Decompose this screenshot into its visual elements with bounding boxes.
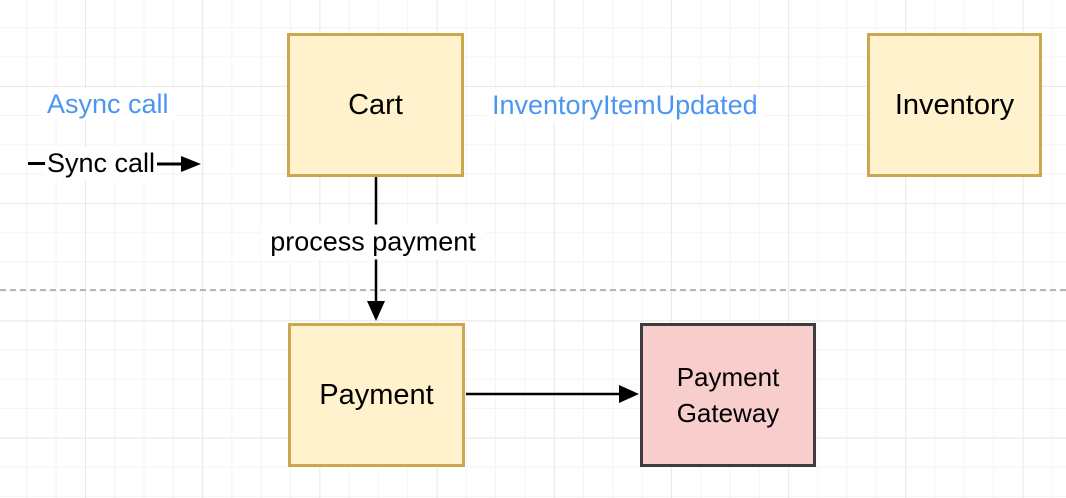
node-cart[interactable]: Cart: [287, 33, 464, 177]
node-cart-label: Cart: [348, 88, 403, 121]
legend-sync-label: Sync call: [45, 147, 158, 180]
node-payment-label: Payment: [319, 378, 434, 411]
node-payment-gateway-label: Payment Gateway: [676, 361, 780, 428]
sync-line-start-icon: [28, 162, 45, 165]
node-inventory-label: Inventory: [894, 88, 1015, 121]
node-payment[interactable]: Payment: [288, 323, 465, 467]
arrowhead-right-icon: [619, 385, 639, 403]
legend-async-label[interactable]: Async call: [42, 88, 174, 121]
legend-sync[interactable]: Sync call: [28, 147, 203, 180]
edge-payment-to-gateway[interactable]: [466, 385, 639, 403]
boundary-dashed-line: [0, 289, 1066, 291]
edge-label-process-payment[interactable]: process payment: [261, 224, 485, 260]
arrowhead-down-icon: [367, 301, 385, 321]
node-payment-gateway[interactable]: Payment Gateway: [640, 323, 816, 467]
node-inventory[interactable]: Inventory: [867, 33, 1042, 177]
event-label-inventory-item-updated[interactable]: InventoryItemUpdated: [487, 89, 763, 122]
sync-arrow-icon: [157, 155, 202, 172]
